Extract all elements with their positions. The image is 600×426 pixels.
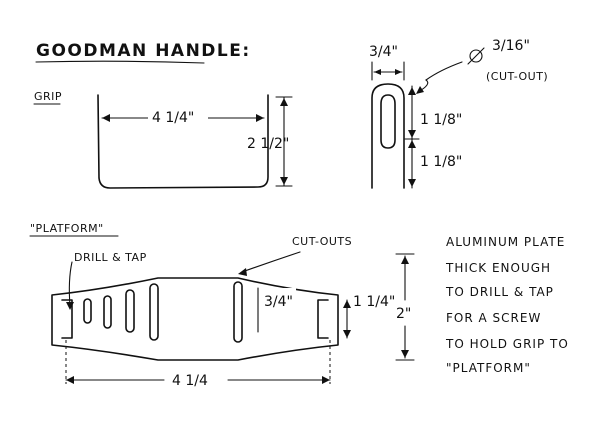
platform-slot [83, 298, 92, 324]
platform-label: "PLATFORM" [30, 222, 104, 235]
arrowhead-icon [280, 177, 288, 185]
platform-slot [103, 295, 112, 329]
side-view-outline [371, 83, 405, 189]
arrowhead-icon [408, 130, 416, 138]
platform-inner-label: 3/4" [264, 294, 293, 310]
note-line: FOR A SCREW [446, 311, 541, 325]
arrowhead-icon [256, 114, 264, 122]
platform-outline [51, 277, 339, 361]
platform-length-extension-lines [65, 340, 331, 384]
arrowhead-icon [401, 350, 409, 358]
page-title: GOODMAN HANDLE: [36, 41, 251, 61]
arrowhead-icon [408, 140, 416, 148]
grip-height-label: 2 1/2" [247, 136, 289, 152]
arrowhead-icon [343, 300, 351, 308]
grip-outline [97, 94, 269, 189]
grip-width-label: 4 1/4" [152, 110, 194, 126]
platform-slot [233, 281, 243, 343]
side-lower-label: 1 1/8" [420, 154, 462, 170]
side-cutout-slot [380, 94, 396, 149]
label-backdrop [148, 106, 208, 128]
note-line: TO HOLD GRIP TO [445, 337, 569, 351]
arrowhead-icon [343, 330, 351, 338]
platform-right-notch [317, 299, 329, 339]
arrowhead-icon [408, 179, 416, 187]
note-line: "PLATFORM" [446, 361, 531, 375]
diameter-symbol-stroke [467, 47, 485, 65]
arrowhead-icon [102, 114, 110, 122]
arrowhead-icon [280, 98, 288, 106]
cutouts-leader-line [241, 251, 301, 273]
arrowhead-icon [416, 86, 424, 94]
drill-leader-line [68, 261, 73, 307]
note-line: ALUMINUM PLATE [446, 235, 565, 249]
platform-height-label: 2" [396, 306, 411, 322]
platform-slot [125, 289, 135, 333]
arrowhead-icon [401, 256, 409, 264]
cutout-leader-line [417, 61, 463, 93]
drill-tap-label: DRILL & TAP [74, 251, 147, 264]
platform-length-label: 4 1/4 [172, 373, 208, 389]
cutouts-label: CUT-OUTS [292, 235, 352, 248]
diameter-symbol-icon [469, 49, 483, 63]
note-line: TO DRILL & TAP [445, 285, 554, 299]
label-backdrop [262, 288, 296, 310]
platform-left-notch [61, 299, 73, 339]
side-width-label: 3/4" [369, 44, 398, 60]
arrowhead-icon [408, 87, 416, 95]
arrowhead-icon [66, 376, 74, 384]
arrowhead-icon [322, 376, 330, 384]
platform-slot [149, 283, 159, 341]
arrowhead-icon [374, 69, 381, 75]
side-cutout-size-label: 3/16" [492, 38, 530, 54]
side-upper-label: 1 1/8" [420, 112, 462, 128]
arrowhead-icon [238, 268, 247, 276]
title-underline [35, 60, 205, 64]
side-cutout-note: (CUT-OUT) [486, 70, 548, 83]
grip-height-ticks [275, 96, 293, 187]
platform-height-ticks [395, 253, 415, 361]
grip-label: GRIP [34, 90, 62, 103]
side-width-ticks [371, 61, 405, 81]
arrowhead-icon [395, 69, 402, 75]
note-line: THICK ENOUGH [445, 261, 551, 275]
platform-end-label: 1 1/4" [353, 294, 395, 310]
